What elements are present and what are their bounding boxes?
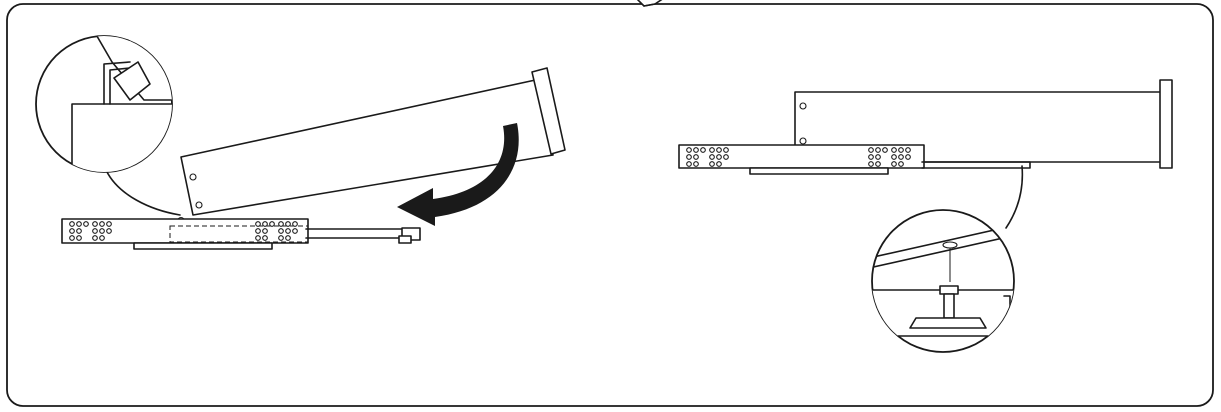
- panel-frame: [6, 3, 1214, 407]
- leader-line-right: [1005, 165, 1024, 229]
- leader-line-left: [105, 169, 181, 216]
- slide-rail-right: [678, 144, 1031, 175]
- rotate-down-arrow-icon: [397, 123, 519, 226]
- rail-holes-left: [69, 221, 298, 241]
- rail-holes-right: [686, 147, 911, 167]
- slide-rail-left: [61, 217, 421, 250]
- tilted-drawer-side: [180, 67, 566, 216]
- zoom-detail-lock-pin: [871, 209, 1015, 353]
- top-pointer-icon: [636, 0, 663, 7]
- step-1-tilt-drawer: [35, 35, 566, 250]
- zoom-detail-hook: [35, 35, 173, 173]
- step-2-mounted-drawer: [678, 79, 1173, 353]
